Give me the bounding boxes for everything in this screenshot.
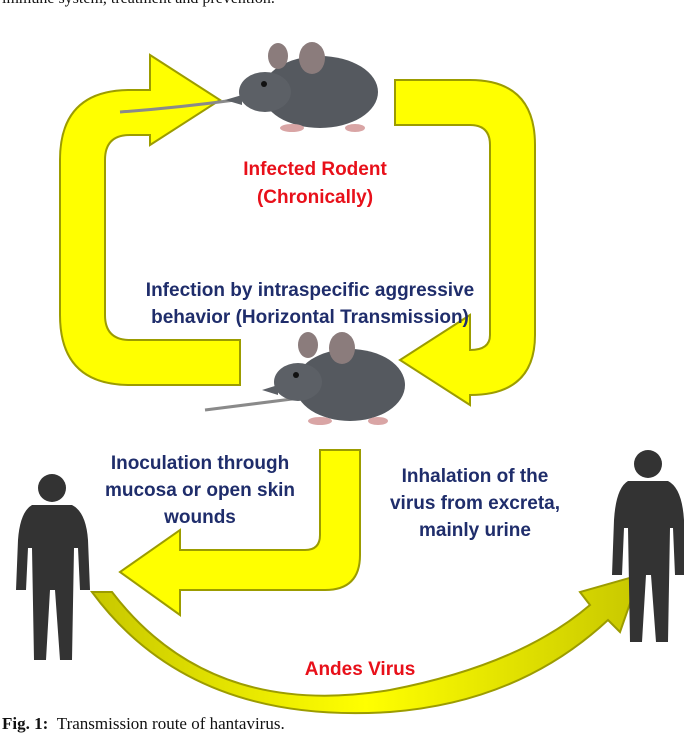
inhalation-label: Inhalation of the virus from excreta, ma…: [389, 466, 561, 541]
inoculation-label: Inoculation through mucosa or open skin …: [104, 453, 296, 528]
rat-icon: [119, 42, 378, 132]
caption-prefix: Fig. 1:: [2, 714, 49, 733]
andes-virus-label: Andes Virus: [304, 659, 416, 680]
right-loop-arrow: [394, 79, 536, 407]
left-loop-arrow: [59, 53, 241, 386]
human-silhouette-icon: [612, 450, 684, 642]
figure-caption: Fig. 1: Transmission route of hantavirus…: [2, 714, 285, 734]
header-text: immune system, treatment and prevention.: [0, 0, 684, 8]
caption-text: Transmission route of hantavirus.: [56, 714, 285, 733]
rat-icon: [204, 332, 405, 425]
infected-rodent-label: Infected Rodent (Chronically): [243, 159, 387, 208]
inoculation-arrow: [118, 449, 361, 617]
intraspecific-infection-label: Infection by intraspecific aggressive be…: [145, 280, 475, 328]
human-silhouette-icon: [16, 474, 90, 660]
